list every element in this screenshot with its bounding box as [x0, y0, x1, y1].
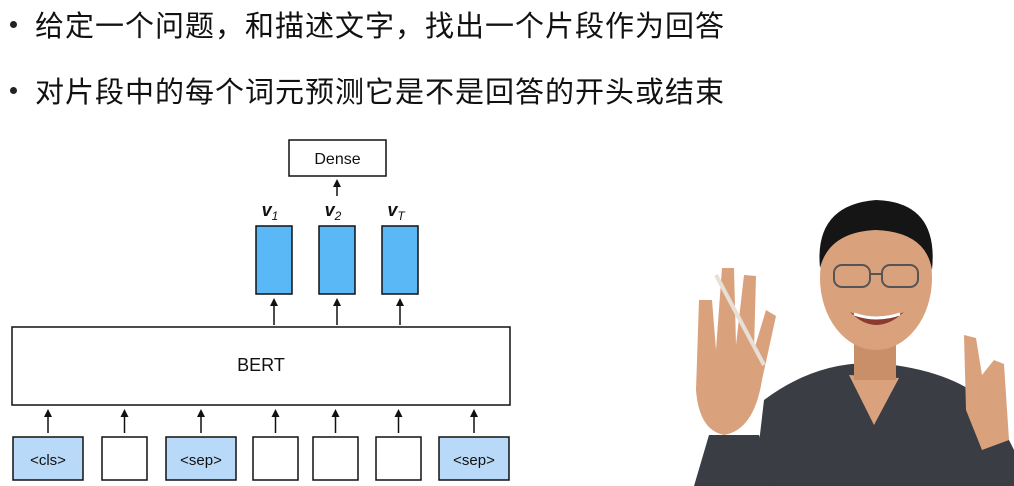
vector-box-3 — [381, 225, 419, 295]
vector-label-2: v2 — [325, 200, 342, 223]
token-label-7: <sep> — [453, 452, 495, 469]
dense-label: Dense — [314, 151, 360, 168]
presenter-figure-icon — [694, 200, 1014, 486]
bert-box — [11, 326, 511, 406]
dense-box — [288, 139, 387, 177]
bullet-text-2: 对片段中的每个词元预测它是不是回答的开头或结束 — [35, 75, 726, 109]
vector-subscript-1: 1 — [272, 209, 279, 223]
token-box-5 — [312, 436, 359, 481]
bullet-item-1: 给定一个问题，和描述文字，找出一个片段作为回答 — [10, 2, 725, 46]
token-box-2 — [101, 436, 148, 481]
vector-label-3: vT — [387, 200, 406, 223]
token-box-1 — [12, 436, 84, 481]
token-label-3: <sep> — [180, 452, 222, 469]
vector-subscript-3: T — [397, 209, 406, 223]
token-box-7 — [438, 436, 510, 481]
bert-label: BERT — [237, 355, 285, 375]
bert-qa-diagram: Dense v1 v2 vT BERT <cls> <sep> <sep> — [11, 139, 511, 481]
presenter-video — [664, 150, 1014, 486]
vector-box-2 — [318, 225, 356, 295]
bullet-text-1: 给定一个问题，和描述文字，找出一个片段作为回答 — [35, 9, 726, 43]
bullet-item-2: 对片段中的每个词元预测它是不是回答的开头或结束 — [10, 68, 725, 112]
token-box-3 — [165, 436, 237, 481]
token-label-1: <cls> — [30, 452, 66, 469]
vector-box-1 — [255, 225, 293, 295]
token-box-4 — [252, 436, 299, 481]
vector-subscript-2: 2 — [334, 209, 342, 223]
vector-label-1: v1 — [262, 200, 279, 223]
bullet-dot-icon — [10, 86, 17, 94]
bullet-dot-icon — [10, 20, 17, 28]
token-box-6 — [375, 436, 422, 481]
